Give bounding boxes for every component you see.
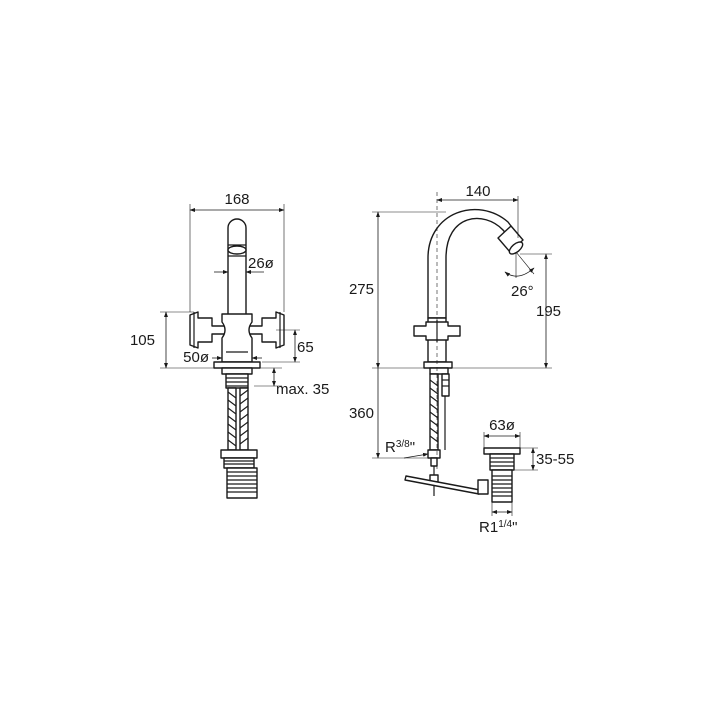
- dim-handle-height-105: 105: [130, 311, 214, 369]
- front-spout-column: [227, 218, 247, 319]
- dim-hose-360: 360: [349, 368, 428, 459]
- dim-waste-thread: R11/4": [479, 502, 517, 536]
- dim-label-105: 105: [130, 332, 155, 349]
- side-gooseneck-spout: [427, 208, 524, 319]
- dim-waste-range: 35-55: [514, 447, 574, 471]
- dim-label-inlet-thread: R3/8": [385, 439, 415, 456]
- front-valve-body: [221, 313, 253, 363]
- dim-waste-diameter: 63ø: [483, 417, 521, 448]
- dim-label-50-diameter: 50ø: [183, 349, 209, 366]
- dim-width-168: 168: [189, 191, 285, 312]
- dim-label-26-degrees: 26°: [511, 283, 534, 300]
- dim-reach-140: 140: [436, 183, 519, 238]
- front-view: 168 26ø 105 50ø 65: [130, 191, 329, 499]
- dim-label-275: 275: [349, 281, 374, 298]
- side-hoses: [429, 373, 450, 451]
- front-left-handle: [189, 311, 227, 349]
- dim-spout-height-195: 195: [452, 253, 561, 369]
- dim-label-waste-thread: R11/4": [479, 519, 517, 536]
- dim-label-360: 360: [349, 405, 374, 422]
- front-hoses: [227, 387, 249, 451]
- dim-body-diameter: 50ø: [183, 349, 262, 366]
- dim-label-63-diameter: 63ø: [489, 417, 515, 434]
- side-waste-valve: [483, 447, 521, 503]
- dim-body-height-65: 65: [262, 329, 314, 363]
- front-shank: [225, 373, 249, 389]
- dim-spout-diameter: 26ø: [214, 255, 274, 274]
- dim-label-35-55: 35-55: [536, 451, 574, 468]
- dim-total-height-275: 275: [349, 211, 446, 369]
- dim-label-26-diameter: 26ø: [248, 255, 274, 272]
- dim-label-140: 140: [465, 183, 490, 200]
- front-waste-body: [220, 449, 258, 499]
- dim-inlet-thread: R3/8": [385, 439, 429, 459]
- side-inlet-connector: [427, 449, 441, 467]
- side-base-flange: [423, 361, 453, 375]
- dim-label-65: 65: [297, 339, 314, 356]
- dim-label-195: 195: [536, 303, 561, 320]
- side-popup-linkage: [404, 466, 489, 496]
- dim-deck-max-35: max. 35: [254, 367, 329, 398]
- side-view: 140 275 26° 195 360: [349, 183, 574, 536]
- dim-label-max-35: max. 35: [276, 381, 329, 398]
- front-base-flange: [213, 361, 261, 375]
- dim-label-168: 168: [224, 191, 249, 208]
- dim-spout-angle: 26°: [504, 251, 535, 300]
